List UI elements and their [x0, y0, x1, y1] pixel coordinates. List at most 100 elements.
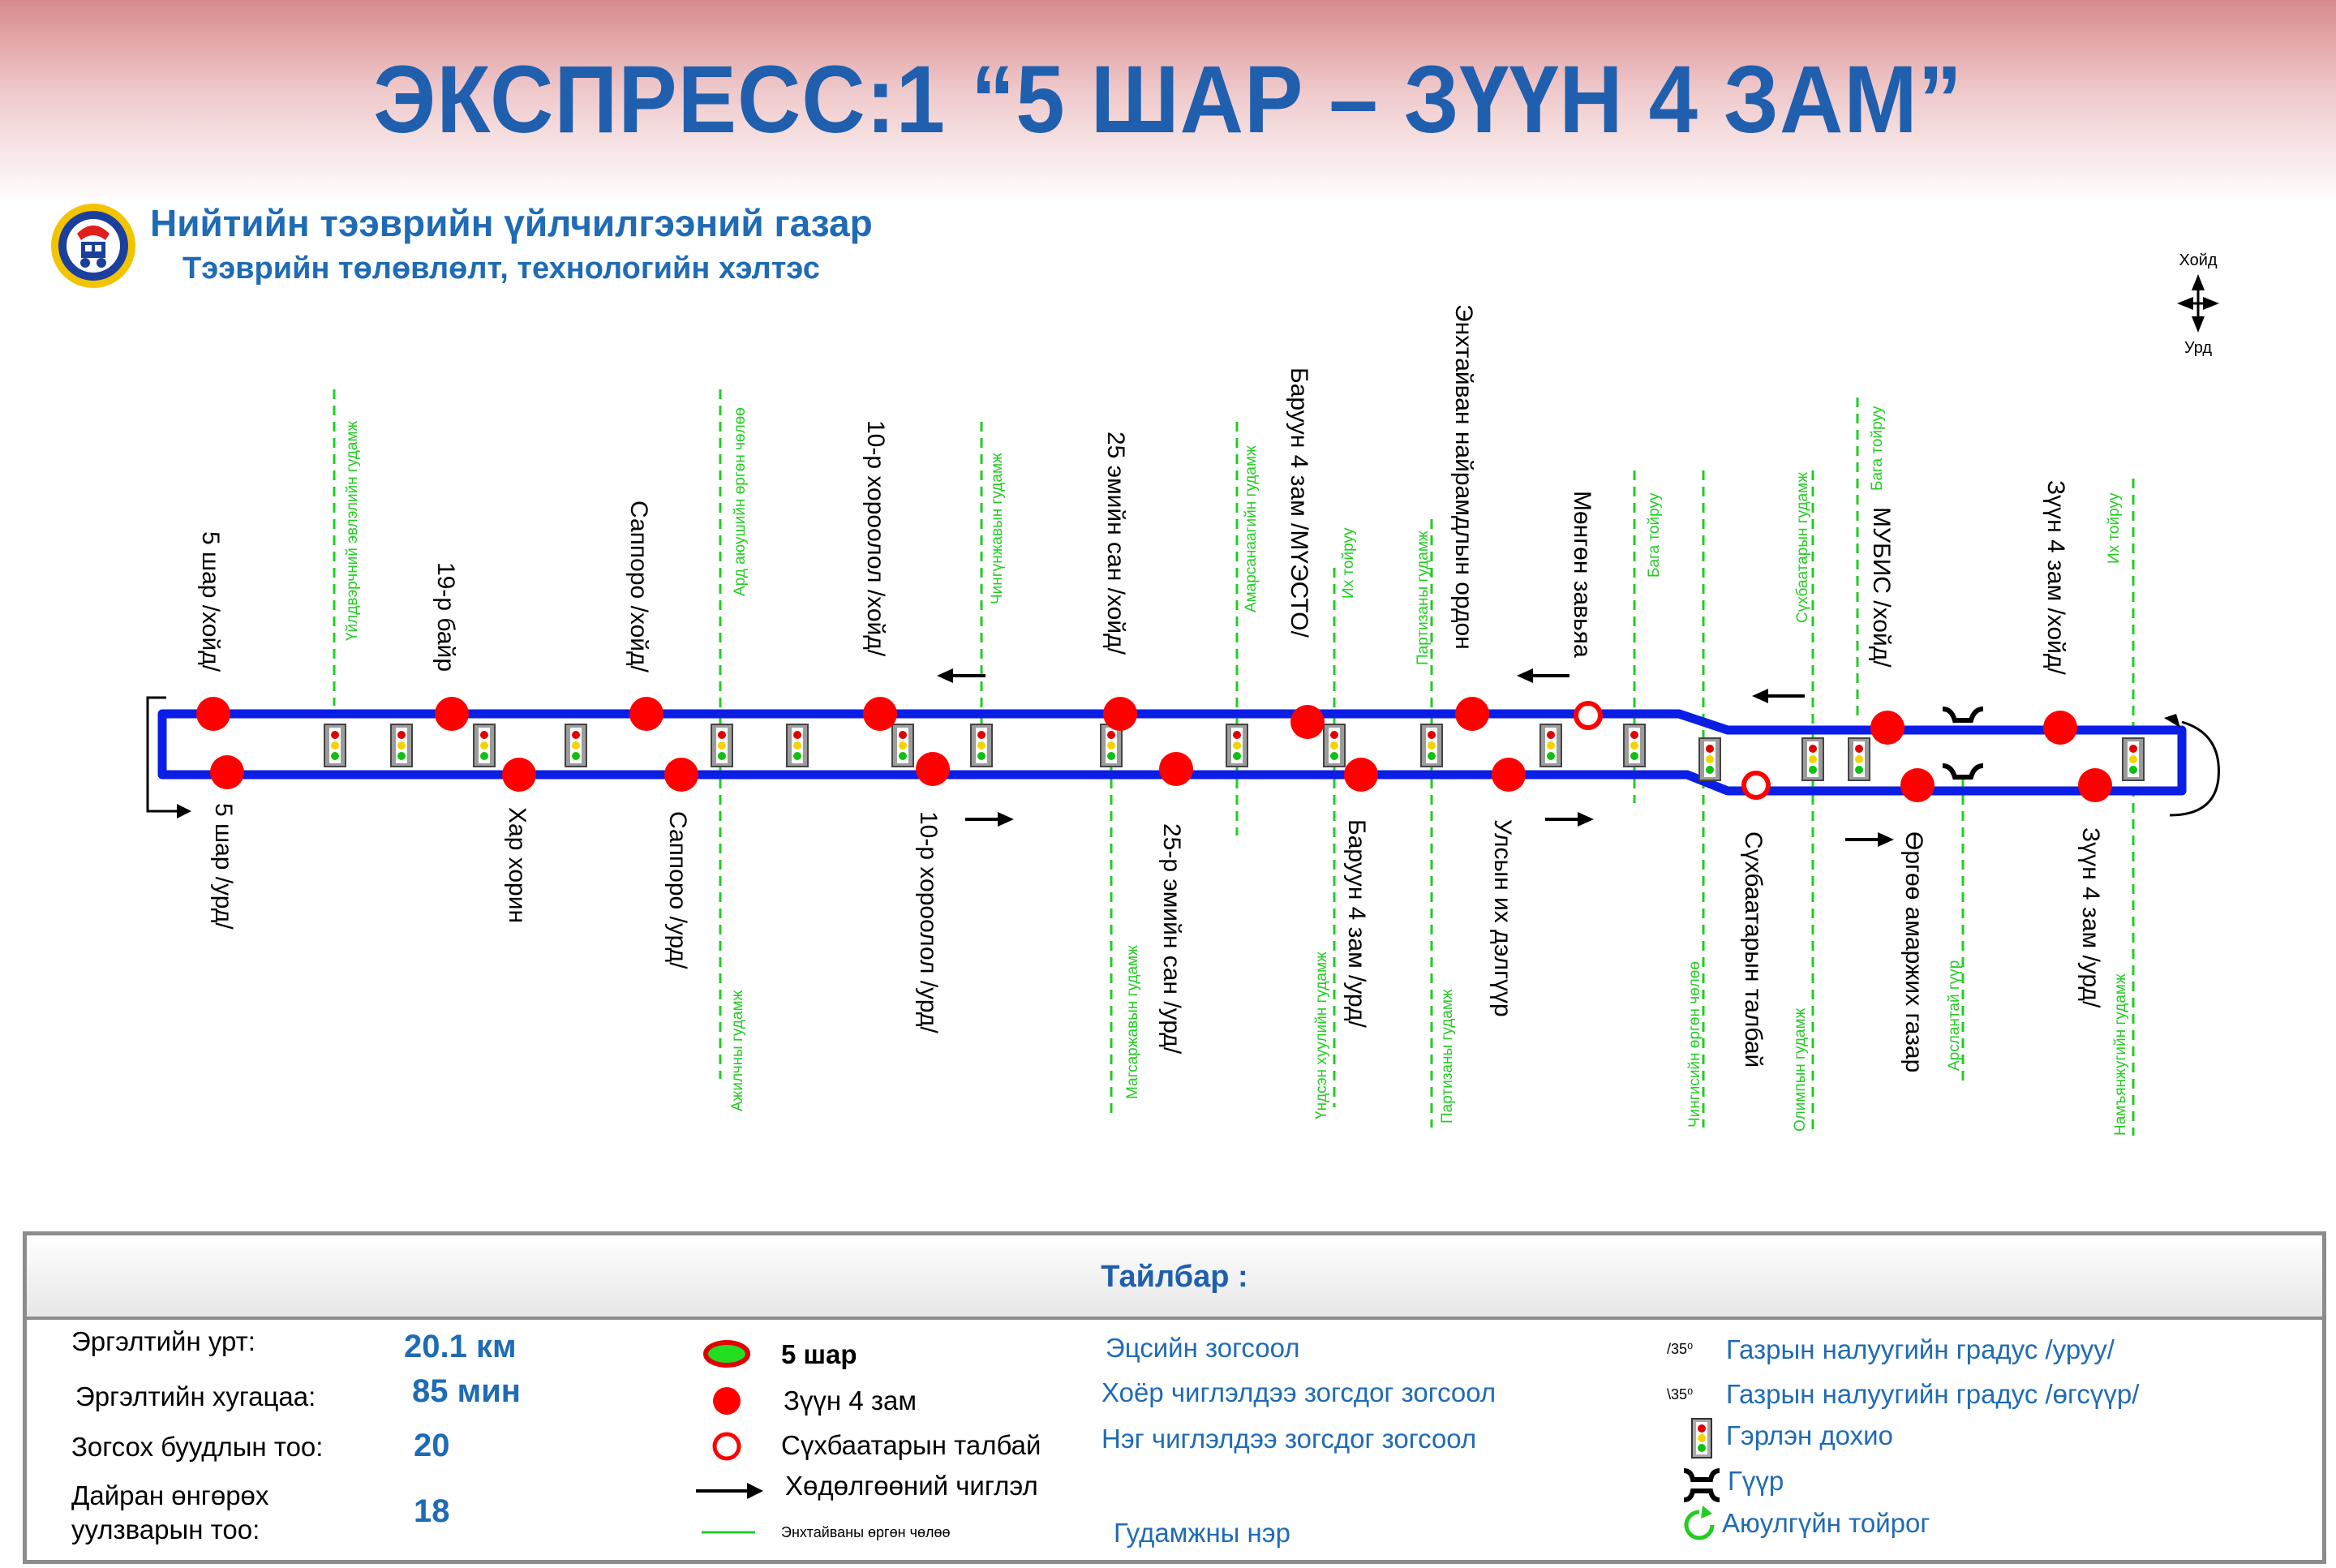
direction-arrow-icon [1545, 812, 1594, 827]
stop-name-south: 5 шар /урд/ [210, 803, 237, 930]
stop-name-north: Мөнгөн завьяа [1569, 491, 1595, 658]
bidirectional-stop-icon [713, 1387, 741, 1415]
stop-name-south: Сүхбаатарын талбай [1740, 831, 1767, 1068]
bus-stop-north [435, 697, 469, 731]
organization-name: Нийтийн тээврийн үйлчилгээний газар [150, 202, 873, 244]
street-name-label: Үндсэн хуулийн гудамж [1313, 952, 1330, 1119]
bus-stop-south [1492, 758, 1526, 792]
bus-stop-south [1900, 768, 1934, 802]
stop-name-north: Саппоро /хойд/ [625, 500, 652, 673]
direction-arrow-icon [696, 1483, 763, 1499]
bus-stop-south [664, 758, 698, 792]
page-title: ЭКСПРЕСС:1 “5 ШАР – ЗҮҮН 4 ЗАМ” [373, 46, 1963, 153]
bus-stop-north [2043, 711, 2077, 745]
stat-length-label: Эргэлтийн урт: [71, 1326, 256, 1356]
stat-length-value: 20.1 км [404, 1329, 517, 1364]
stat-duration-label: Эргэлтийн хугацаа: [75, 1381, 316, 1411]
bus-stop-south [1741, 771, 1771, 800]
direction-arrow-icon [146, 696, 191, 818]
department-name: Тээврийн төлөвлөлт, технологийн хэлтэс [182, 251, 820, 286]
slope-down-mark: /35⁰ [1667, 1341, 1694, 1357]
stop-name-north: 10-р хороолол /хойд/ [862, 420, 889, 657]
stop-name-south: 10-р хороолол /урд/ [915, 811, 942, 1033]
bus-stop-north [629, 697, 663, 731]
street-name-label: Олимпын гудамж [1792, 1007, 1809, 1132]
stop-name-north: МУБИС /хойд/ [1868, 507, 1895, 668]
bus-stop-south [2078, 768, 2112, 802]
bus-stop-south [210, 755, 244, 789]
direction-arrow-icon [937, 668, 986, 683]
legend-zuun-4-zam: Зүүн 4 зам [784, 1385, 917, 1415]
street-name-label: Үйлдвэрчний эвлэлийн гудамж [344, 420, 361, 641]
legend-5-shar: 5 шар [781, 1339, 857, 1369]
legend-slope-down: Газрын налуугийн градус /уруу/ [1726, 1334, 2115, 1364]
traffic-light-icon [970, 724, 993, 767]
legend-traffic-light: Гэрлэн дохио [1726, 1420, 1893, 1450]
traffic-light-icon [891, 724, 914, 767]
traffic-light-icon [2122, 737, 2145, 781]
bus-stop-south [1159, 752, 1193, 786]
street-name-label: Амарсанаагийн гудамж [1243, 445, 1260, 612]
compass-north-label: Хойд [2179, 251, 2218, 269]
street-name-label: Их тойруу [1340, 527, 1357, 599]
traffic-light-icon [324, 724, 346, 767]
compass-south-label: Урд [2184, 339, 2213, 357]
legend-header: Тайлбар : [27, 1235, 2322, 1320]
stop-name-south: Улсын их дэлгүүр [1489, 819, 1516, 1017]
stat-stops-value: 20 [414, 1428, 450, 1463]
legend-sukhbaatar-square: Сүхбаатарын талбай [781, 1430, 1041, 1460]
legend-panel: Тайлбар : Эргэлтийн урт: 20.1 км Эргэлти… [23, 1231, 2326, 1564]
stat-intersections-label: Дайран өнгөрөх уулзварын тоо: [71, 1480, 269, 1544]
traffic-light-icon [1848, 737, 1870, 781]
stop-name-south: Хар хорин [504, 807, 530, 923]
direction-arrow-icon [1752, 689, 1805, 703]
street-name-label: Ажилчны гудамж [729, 990, 746, 1111]
street-name-label: Бага тойруу [1869, 406, 1886, 491]
legend-title: Тайлбар : [1101, 1260, 1248, 1294]
street-line-icon [702, 1531, 755, 1534]
bus-stop-north [1455, 697, 1489, 731]
direction-arrow-icon [1517, 668, 1570, 683]
legend-slope-up: Газрын налуугийн градус /өгсүүр/ [1726, 1379, 2140, 1409]
stop-name-south: Баруун 4 зам /урд/ [1343, 819, 1370, 1029]
bus-stop-north [1103, 697, 1137, 731]
legend-terminal-stop: Эцсийн зогсоол [1106, 1333, 1300, 1363]
legend-roundabout: Аюулгүйн тойрог [1722, 1508, 1930, 1538]
legend-bidirectional-stop: Хоёр чиглэлдээ зогсдог зогсоол [1101, 1377, 1496, 1407]
stat-intersections-value: 18 [414, 1493, 450, 1529]
bus-stop-south [502, 758, 536, 792]
stop-name-north: 5 шар /хойд/ [197, 531, 224, 672]
stop-name-north: 19-р байр [432, 562, 459, 672]
stop-name-south: Зүүн 4 зам /урд/ [2077, 827, 2104, 1008]
street-name-label: Партизаны гудамж [1415, 531, 1432, 665]
traffic-light-icon [1539, 724, 1562, 767]
traffic-light-icon [1420, 724, 1443, 767]
traffic-light-icon [1698, 737, 1721, 781]
direction-arrow-icon [1845, 832, 1894, 847]
legend-street-example: Энхтайваны өргөн чөлөө [781, 1524, 951, 1540]
stop-name-south: 25-р эмийн сан /урд/ [1158, 823, 1185, 1055]
bus-stop-south [916, 752, 950, 786]
street-name-label: Магсаржавын гудамж [1124, 945, 1141, 1099]
stop-name-north: Энхтайван найрамдлын ордон [1450, 304, 1477, 650]
terminal-stop-icon [703, 1340, 750, 1368]
traffic-light-icon [1323, 724, 1346, 767]
traffic-light-icon [711, 724, 733, 767]
traffic-light-icon [1226, 724, 1248, 767]
compass-rose-icon [2177, 274, 2219, 333]
legend-bridge: Гүүр [1728, 1466, 1784, 1496]
direction-arrow-icon [2164, 714, 2220, 817]
bus-stop-north [1574, 701, 1603, 730]
stop-name-north: Баруун 4 зам /МҮЭСТО/ [1286, 367, 1312, 638]
traffic-light-icon [473, 724, 496, 767]
bridge-icon [1942, 707, 1984, 723]
stop-name-north: Зүүн 4 зам /хойд/ [2042, 480, 2069, 675]
stop-name-north: 25 эмийн сан /хойд/ [1102, 432, 1129, 655]
street-name-label: Чингисийн өргөн чөлөө [1686, 961, 1703, 1128]
street-name-label: Ард аюушийн өргөн чөлөө [732, 407, 749, 596]
slope-up-mark: \35⁰ [1667, 1386, 1694, 1403]
street-name-label: Бага тойруу [1646, 492, 1663, 578]
stat-duration-value: 85 мин [412, 1373, 521, 1409]
direction-arrow-icon [965, 812, 1014, 827]
bus-stop-south [1344, 758, 1378, 792]
